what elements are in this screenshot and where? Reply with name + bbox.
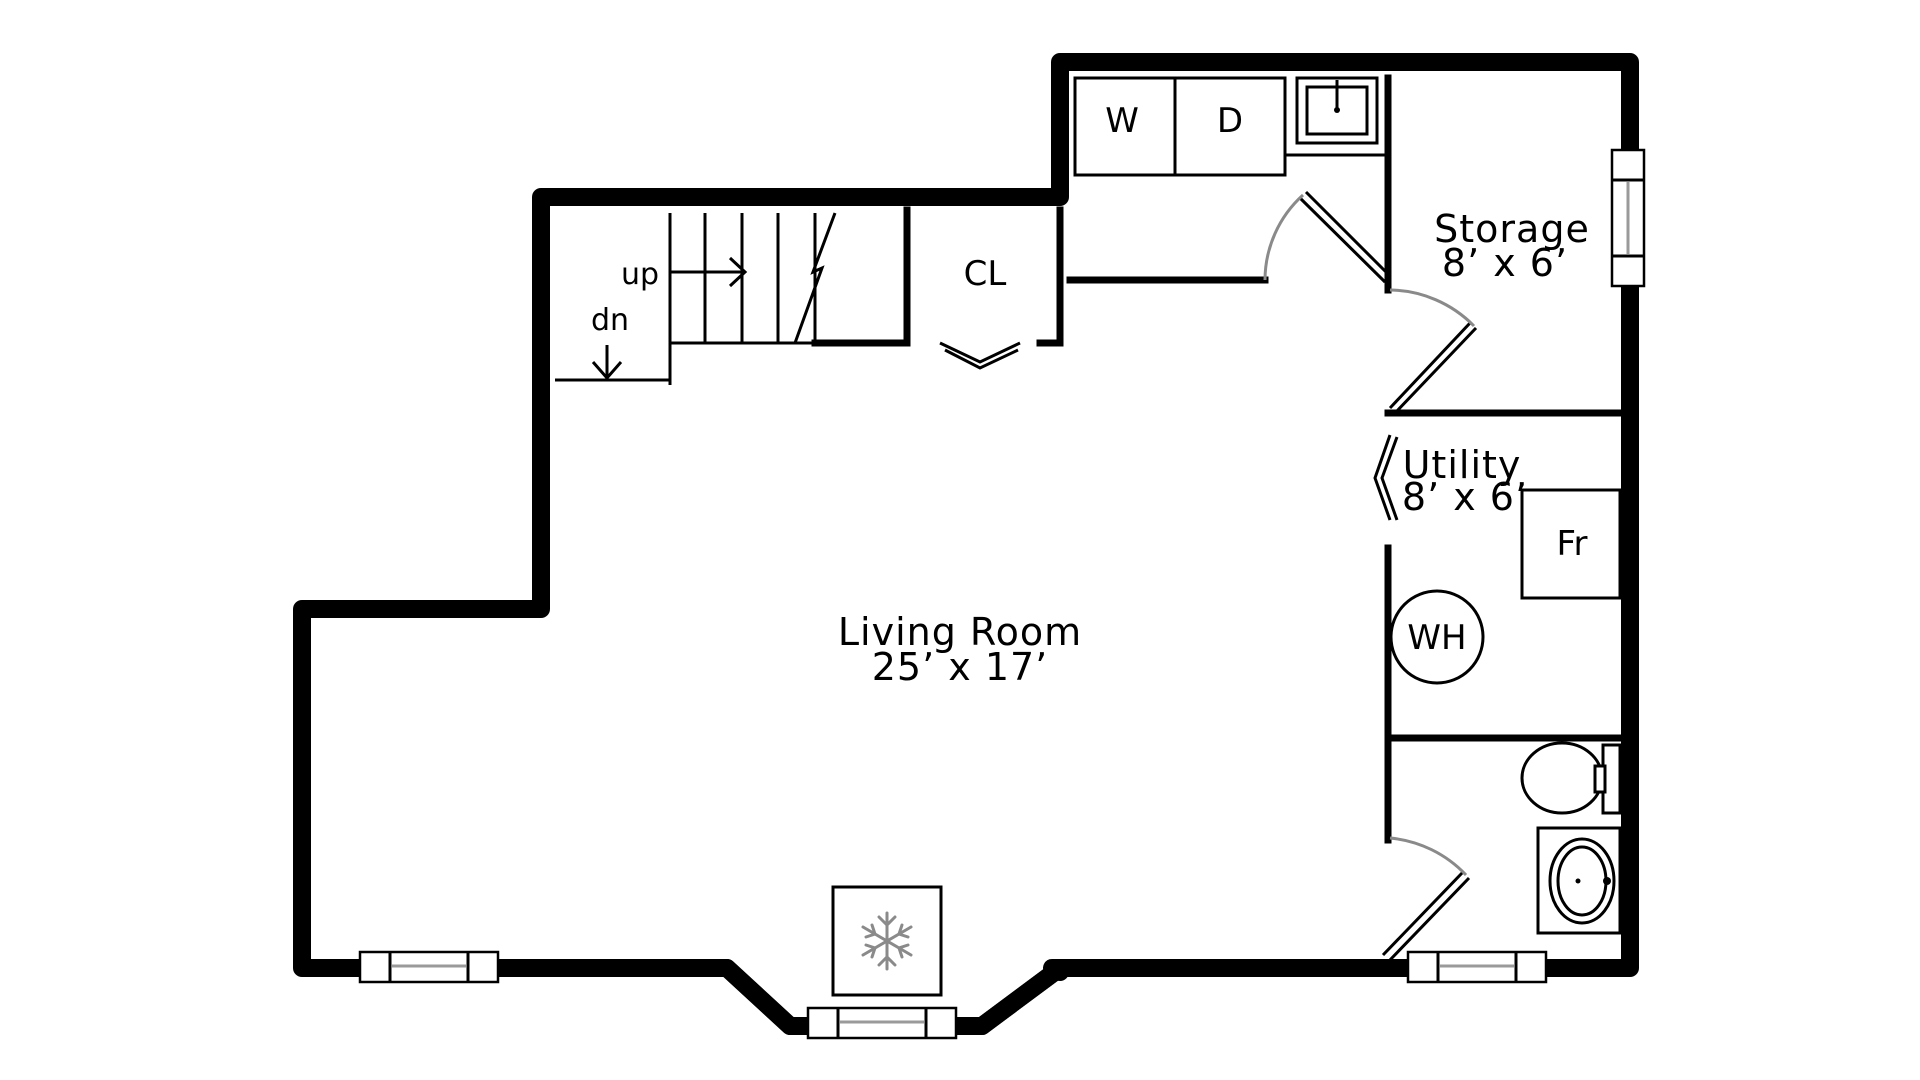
storage-room: Storage 8’ x 6’ [1388, 207, 1590, 414]
window-storage [1610, 148, 1646, 288]
window-right [1406, 950, 1548, 984]
closet-door [939, 341, 1021, 364]
utility-size: 8’ x 6’ [1402, 475, 1528, 519]
washer-label: W [1105, 101, 1139, 141]
utility-door [1373, 434, 1392, 521]
water-heater [1389, 589, 1485, 685]
washer [1073, 76, 1177, 177]
laundry-area: W D [1073, 76, 1388, 177]
stairs-up-label: up [621, 257, 659, 292]
water-heater-label: WH [1407, 618, 1466, 658]
utility-name: Utility [1403, 443, 1522, 487]
living-name: Living Room [838, 610, 1082, 654]
utility-room: Utility 8’ x 6’ Fr WH [1373, 434, 1622, 685]
laundry-door [1263, 190, 1390, 284]
sink-icon [1285, 76, 1388, 157]
toilet-icon [1520, 741, 1622, 815]
furnace-label: Fr [1556, 524, 1587, 564]
living-size: 25’ x 17’ [872, 645, 1049, 689]
exterior-wall [293, 53, 1639, 1035]
stairs-down-label: dn [591, 303, 629, 338]
window-left [358, 950, 500, 984]
interior-walls [811, 74, 1624, 844]
dryer [1173, 76, 1287, 177]
dryer-label: D [1217, 101, 1243, 141]
closet-label: CL [964, 254, 1007, 294]
snowflake-icon [861, 911, 913, 971]
ac-unit [831, 885, 943, 997]
furnace [1520, 488, 1622, 600]
staircase: up dn [555, 212, 837, 385]
window-bay [806, 1006, 958, 1040]
storage-name: Storage [1434, 207, 1590, 251]
bath-sink-icon [1536, 826, 1622, 935]
storage-size: 8’ x 6’ [1442, 241, 1568, 285]
bathroom [1381, 741, 1622, 963]
living-room: Living Room 25’ x 17’ [838, 610, 1082, 689]
